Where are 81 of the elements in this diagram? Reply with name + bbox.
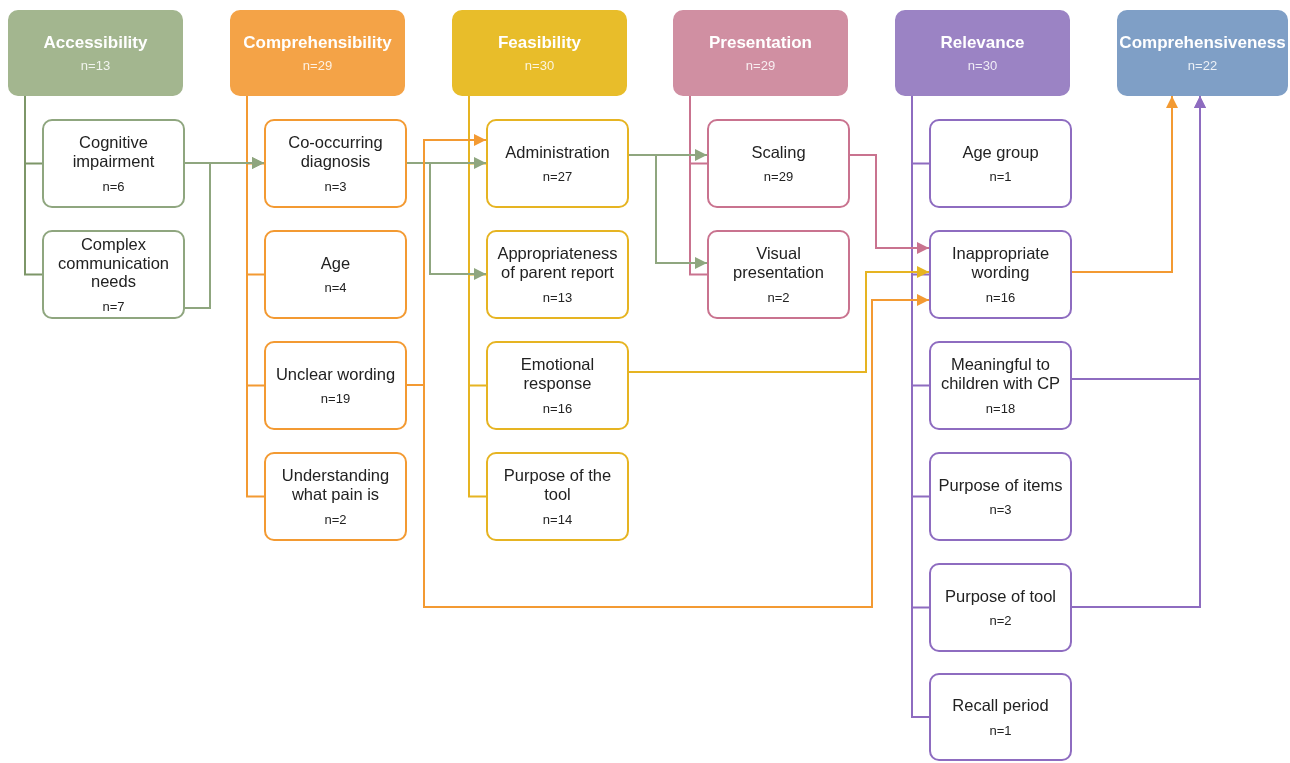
category-header-box — [895, 10, 1070, 96]
theme-box — [42, 230, 185, 319]
theme-box — [707, 230, 850, 319]
theme-label: Purpose of the tool — [502, 466, 613, 504]
count-label: n=2 — [989, 613, 1012, 629]
arrow — [849, 154, 930, 254]
category-title: Accessibility — [43, 32, 148, 53]
category-header-box — [230, 10, 405, 96]
count-label: n=2 — [767, 289, 790, 305]
count-label: n=4 — [324, 280, 347, 296]
theme-label: Complex communication needs — [57, 234, 170, 292]
count-label: n=1 — [989, 169, 1012, 185]
count-label: n=22 — [1187, 58, 1218, 74]
arrow — [184, 157, 265, 309]
theme-box — [264, 230, 407, 319]
theme-box — [42, 119, 185, 208]
theme-box — [264, 119, 407, 208]
theme-box — [486, 119, 629, 208]
count-label: n=29 — [745, 58, 776, 74]
count-label: n=30 — [967, 58, 998, 74]
connector-line — [689, 95, 708, 276]
arrow — [1071, 95, 1178, 273]
theme-box — [486, 230, 629, 319]
theme-box — [486, 341, 629, 430]
category-title: Comprehensibility — [243, 32, 392, 53]
count-label: n=6 — [102, 178, 125, 194]
arrow — [406, 162, 487, 280]
theme-box — [929, 119, 1072, 208]
theme-box — [929, 341, 1072, 430]
theme-label: Recall period — [952, 696, 1049, 715]
count-label: n=3 — [324, 178, 347, 194]
category-header-box — [1117, 10, 1288, 96]
category-header-box — [8, 10, 183, 96]
theme-label: Meaningful to children with CP — [939, 355, 1062, 393]
theme-label: Purpose of items — [938, 475, 1063, 495]
theme-box — [929, 563, 1072, 652]
category-header-box — [452, 10, 627, 96]
count-label: n=16 — [542, 400, 573, 416]
arrow — [1071, 95, 1206, 608]
theme-label: Scaling — [751, 142, 806, 162]
count-label: n=14 — [542, 511, 573, 527]
theme-box — [929, 230, 1072, 319]
category-title: Presentation — [709, 32, 812, 53]
theme-label: Purpose of tool — [945, 586, 1056, 606]
count-label: n=18 — [985, 400, 1016, 416]
theme-label: Cognitive impairment — [71, 133, 156, 171]
category-header-box — [673, 10, 848, 96]
theme-box — [707, 119, 850, 208]
theme-label: Inappropriate wording — [950, 244, 1051, 282]
theme-box — [264, 452, 407, 541]
theme-box — [929, 673, 1072, 761]
count-label: n=29 — [763, 169, 794, 185]
theme-label: Appropriateness of parent report — [496, 244, 619, 282]
theme-box — [486, 452, 629, 541]
theme-label: Co-occurring diagnosis — [287, 133, 384, 171]
category-title: Relevance — [940, 32, 1025, 53]
theme-label: Unclear wording — [275, 364, 396, 384]
theme-label: Age — [320, 253, 351, 273]
count-label: n=13 — [80, 58, 111, 74]
theme-box — [929, 452, 1072, 541]
category-title: Comprehensiveness — [1119, 32, 1286, 53]
count-label: n=1 — [989, 723, 1012, 738]
connector-line — [24, 95, 43, 276]
count-label: n=29 — [302, 58, 333, 74]
theme-label: Visual presentation — [732, 244, 825, 282]
theme-label: Understanding what pain is — [280, 466, 391, 504]
count-label: n=13 — [542, 289, 573, 305]
category-title: Feasibility — [497, 32, 582, 53]
theme-label: Age group — [962, 142, 1039, 162]
count-label: n=30 — [524, 58, 555, 74]
count-label: n=16 — [985, 289, 1016, 305]
theme-label: Administration — [505, 142, 610, 162]
theme-box — [264, 341, 407, 430]
count-label: n=2 — [324, 511, 347, 527]
theme-label: Emotional response — [519, 355, 596, 393]
count-label: n=7 — [102, 299, 125, 315]
count-label: n=27 — [542, 169, 573, 185]
count-label: n=3 — [989, 502, 1012, 518]
count-label: n=19 — [320, 391, 351, 407]
arrow — [628, 154, 708, 269]
arrow — [628, 266, 930, 373]
